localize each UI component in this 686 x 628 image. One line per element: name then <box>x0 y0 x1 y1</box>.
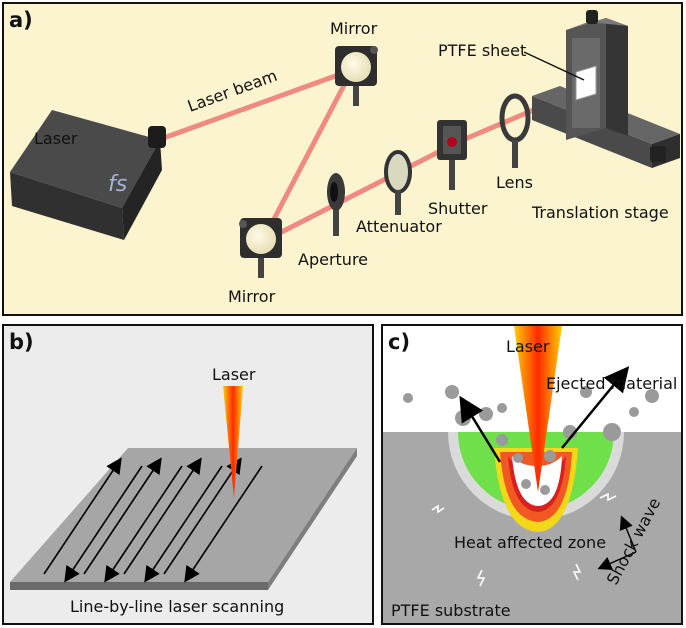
panel-a: a) fs Laser Laser beam Mirror <box>2 2 683 316</box>
shock-wave-glyphs <box>431 492 617 587</box>
aperture-label: Aperture <box>298 250 368 269</box>
translation-stage <box>532 10 680 168</box>
attenuator-label: Attenuator <box>356 217 442 236</box>
panel-b-caption: Line-by-line laser scanning <box>70 597 284 616</box>
laser-label: Laser <box>34 129 78 148</box>
aperture <box>327 173 345 236</box>
panel-b-tag: b) <box>9 330 34 354</box>
ejection-arrow-left <box>459 395 502 463</box>
mirror-top-label: Mirror <box>330 19 378 38</box>
ejected-material-label: Ejected material <box>546 374 677 393</box>
mirror-bottom <box>239 218 282 278</box>
panel-b-laser-label: Laser <box>212 365 256 384</box>
heat-affected-zone-label: Heat affected zone <box>454 533 606 552</box>
panel-c-tag: c) <box>388 330 410 354</box>
mirror-bottom-label: Mirror <box>228 287 276 306</box>
shock-wave-arrows <box>597 515 637 570</box>
panel-c-laser-label: Laser <box>506 337 550 356</box>
laser-brand-label: fs <box>108 172 127 197</box>
lens <box>499 93 531 168</box>
shutter-label: Shutter <box>428 199 488 218</box>
attenuator <box>384 150 412 215</box>
laser-beam-path <box>155 67 593 245</box>
ptfe-plate <box>10 448 357 590</box>
ptfe-substrate-label: PTFE substrate <box>391 601 511 620</box>
translation-stage-label: Translation stage <box>531 203 669 222</box>
scan-lines <box>43 457 263 583</box>
ptfe-sheet-pointer <box>523 51 585 81</box>
shutter <box>437 120 467 190</box>
ejection-arrow-right <box>561 366 630 449</box>
mirror-top <box>335 46 378 106</box>
panel-c: c) Laser <box>381 324 683 625</box>
laser-cone-b <box>223 386 243 498</box>
laser-cone-c <box>514 326 562 492</box>
lens-label: Lens <box>496 173 533 192</box>
ptfe-sheet-label: PTFE sheet <box>438 41 526 60</box>
panel-a-tag: a) <box>9 8 33 32</box>
laser-source: fs <box>10 110 166 240</box>
panel-b: b) Laser Line-by-line laser scanning <box>2 324 374 625</box>
